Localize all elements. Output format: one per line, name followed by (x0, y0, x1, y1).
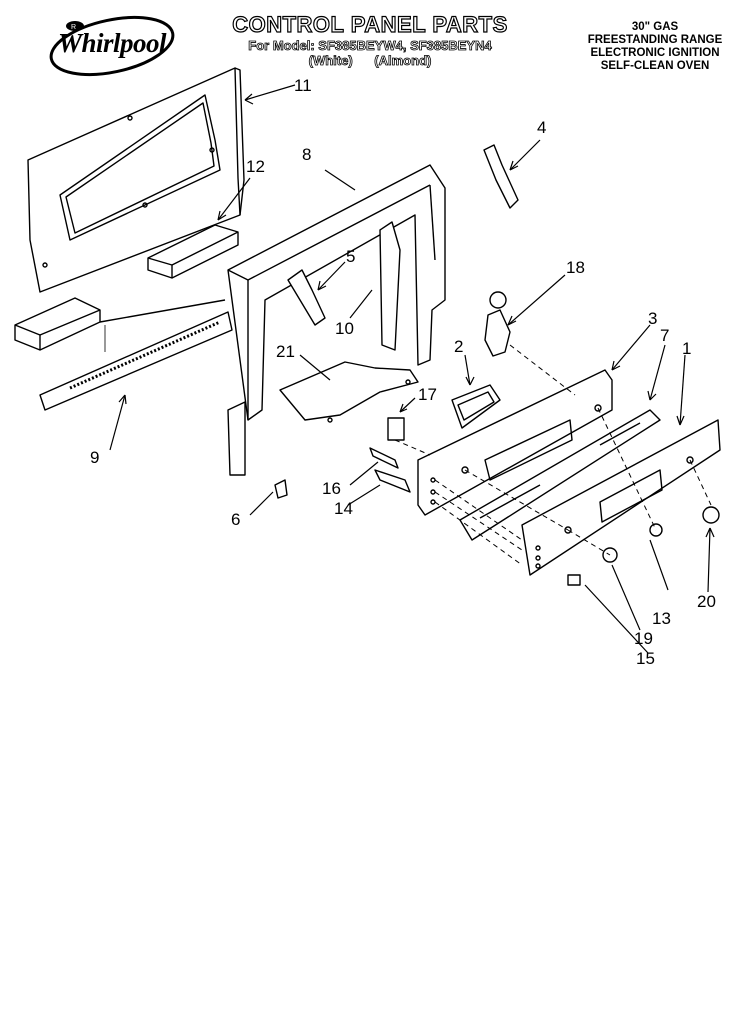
callout-21: 21 (276, 342, 295, 361)
part-21-shield (279, 361, 419, 423)
part-1-control-panel (521, 419, 721, 576)
callout-1: 1 (682, 339, 691, 358)
callout-18: 18 (566, 258, 585, 277)
callout-11: 11 (294, 76, 312, 95)
callout-15: 15 (636, 649, 655, 668)
logo-badge: R (71, 24, 76, 31)
part-7-trim-channel (459, 409, 661, 541)
callout-20: 20 (697, 592, 716, 611)
part-4-end-cap (483, 144, 519, 209)
callout-19: 19 (634, 629, 653, 648)
description-line-1: 30" GAS (631, 21, 679, 33)
callout-9: 9 (90, 448, 99, 467)
part-15-button (567, 574, 581, 586)
part-6-clip (274, 479, 288, 499)
callout-2: 2 (454, 337, 463, 356)
description-line-4: SELF-CLEAN OVEN (600, 60, 710, 72)
description-line-3: ELECTRONIC IGNITION (590, 47, 720, 59)
part-18-ignition-module (484, 291, 511, 357)
part-9-vent-strip (14, 297, 233, 411)
part-20-knob (702, 506, 720, 524)
part-12-bracket (147, 224, 239, 279)
callout-17: 17 (418, 385, 437, 404)
part-2-clock (451, 384, 501, 429)
callout-13: 13 (652, 609, 671, 628)
whirlpool-logo: R (49, 15, 175, 77)
variant-line: (White) (Almond) (308, 53, 432, 69)
callout-10: 10 (335, 319, 354, 338)
callout-8: 8 (302, 145, 311, 164)
callout-16: 16 (322, 479, 341, 498)
model-line: For Model: SF385BEYW4, SF385BEYN4 (248, 38, 492, 54)
callout-3: 3 (648, 309, 657, 328)
callout-6: 6 (231, 510, 240, 529)
description-line-2: FREESTANDING RANGE (587, 34, 723, 46)
part-14-switch (374, 469, 411, 493)
part-17-connector (387, 417, 405, 441)
brand-logo-text: Whirlpool (58, 28, 167, 58)
callout-14: 14 (334, 499, 353, 518)
part-16-switch (369, 447, 399, 469)
part-8-console-frame (227, 164, 446, 476)
callout-5: 5 (346, 247, 355, 266)
page-title: CONTROL PANEL PARTS (232, 11, 508, 37)
callout-12: 12 (246, 157, 265, 176)
part-5-side-bracket (287, 269, 326, 326)
part-11-rear-panel (27, 67, 245, 293)
callout-4: 4 (537, 118, 546, 137)
callout-7: 7 (660, 326, 669, 345)
